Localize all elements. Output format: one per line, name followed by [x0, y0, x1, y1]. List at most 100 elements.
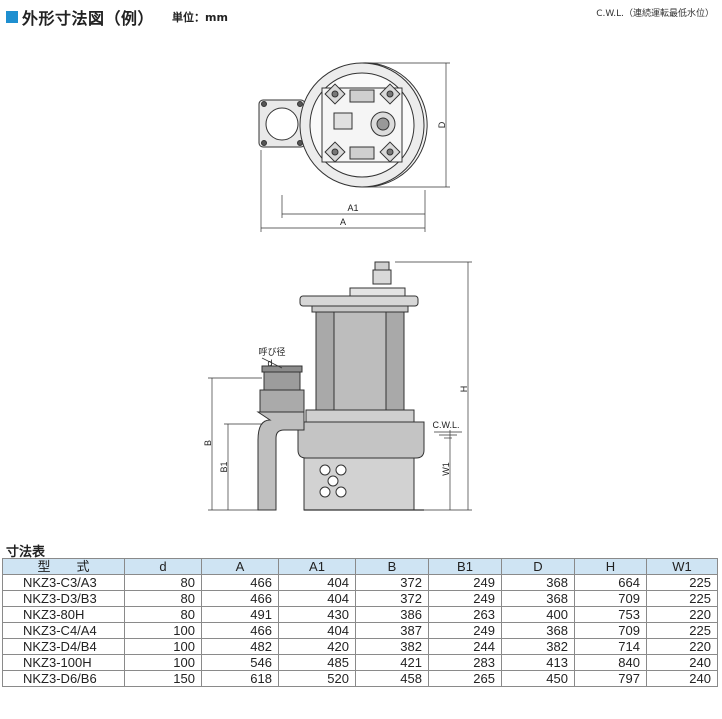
cell-model: NKZ3-C4/A4 [2, 622, 125, 639]
cell-dd: 382 [501, 638, 575, 655]
cell-dd: 400 [501, 606, 575, 623]
cell-d: 80 [124, 606, 202, 623]
cell-a: 466 [201, 590, 279, 607]
label-cwl: C.W.L. [432, 420, 459, 430]
cell-b: 386 [355, 606, 429, 623]
cell-h: 709 [574, 622, 647, 639]
label-b1: B1 [219, 461, 229, 472]
header-dd: D [501, 558, 575, 575]
cell-dd: 450 [501, 670, 575, 687]
cell-d: 100 [124, 654, 202, 671]
table-header-row: 型 式 d A A1 B B1 D H W1 [2, 558, 718, 575]
cell-d: 100 [124, 622, 202, 639]
cell-b1: 265 [428, 670, 502, 687]
cell-b1: 249 [428, 622, 502, 639]
cell-w1: 240 [646, 670, 718, 687]
discharge-elbow [256, 411, 305, 511]
label-a1: A1 [347, 203, 358, 213]
top-flange-bore [265, 107, 299, 141]
cell-dd: 368 [501, 574, 575, 591]
cwl-note: C.W.L.（連続運転最低水位） [596, 9, 714, 19]
cell-b: 382 [355, 638, 429, 655]
cell-a1: 430 [278, 606, 356, 623]
header-model: 型 式 [2, 558, 125, 575]
cell-w1: 225 [646, 590, 718, 607]
cell-dd: 413 [501, 654, 575, 671]
cell-h: 714 [574, 638, 647, 655]
cell-a: 466 [201, 622, 279, 639]
cell-b: 387 [355, 622, 429, 639]
cell-b: 421 [355, 654, 429, 671]
label-w1: W1 [441, 462, 451, 476]
cell-model: NKZ3-D3/B3 [2, 590, 125, 607]
cell-h: 840 [574, 654, 647, 671]
cell-a1: 485 [278, 654, 356, 671]
cell-model: NKZ3-D4/B4 [2, 638, 125, 655]
label-d-small: d [267, 358, 272, 368]
cell-w1: 220 [646, 638, 718, 655]
header-h: H [574, 558, 647, 575]
header-b1: B1 [428, 558, 502, 575]
cell-b1: 249 [428, 574, 502, 591]
cell-w1: 240 [646, 654, 718, 671]
header-b: B [355, 558, 429, 575]
cell-b1: 244 [428, 638, 502, 655]
cell-b: 372 [355, 574, 429, 591]
cell-a1: 404 [278, 574, 356, 591]
unit-label: 単位：mm [172, 11, 228, 24]
cell-w1: 225 [646, 574, 718, 591]
cell-b: 458 [355, 670, 429, 687]
cell-w1: 220 [646, 606, 718, 623]
label-b: B [203, 440, 213, 446]
cell-d: 100 [124, 638, 202, 655]
header-d: d [124, 558, 202, 575]
cell-model: NKZ3-100H [2, 654, 125, 671]
cell-b: 372 [355, 590, 429, 607]
cell-a1: 420 [278, 638, 356, 655]
title-marker-icon [6, 11, 18, 23]
top-cover [299, 295, 419, 307]
label-nominal-diameter: 呼び径 [258, 346, 285, 357]
cell-h: 797 [574, 670, 647, 687]
table-title: 寸法表 [6, 545, 46, 560]
cell-h: 664 [574, 574, 647, 591]
cell-a: 618 [201, 670, 279, 687]
cell-a: 546 [201, 654, 279, 671]
cell-b1: 263 [428, 606, 502, 623]
label-a: A [340, 217, 346, 227]
cell-h: 709 [574, 590, 647, 607]
cell-model: NKZ3-D6/B6 [2, 670, 125, 687]
cell-a: 466 [201, 574, 279, 591]
cell-d: 80 [124, 590, 202, 607]
cell-a1: 520 [278, 670, 356, 687]
header-a: A [201, 558, 279, 575]
cell-a1: 404 [278, 622, 356, 639]
cell-dd: 368 [501, 622, 575, 639]
cell-a: 491 [201, 606, 279, 623]
page-title: 外形寸法図（例） 単位：mm [6, 6, 228, 28]
side-view [208, 261, 472, 511]
cell-b1: 249 [428, 590, 502, 607]
cell-d: 150 [124, 670, 202, 687]
cell-d: 80 [124, 574, 202, 591]
cell-h: 753 [574, 606, 647, 623]
strainer-stand [303, 457, 415, 511]
cell-w1: 225 [646, 622, 718, 639]
title-text: 外形寸法図（例） [22, 9, 155, 28]
header-a1: A1 [278, 558, 356, 575]
cell-dd: 368 [501, 590, 575, 607]
cell-model: NKZ3-C3/A3 [2, 574, 125, 591]
cell-b1: 283 [428, 654, 502, 671]
label-h: H [459, 386, 469, 393]
top-view [258, 62, 450, 232]
cell-a: 482 [201, 638, 279, 655]
pump-casing [297, 421, 425, 459]
pump-dimension-drawing: A1 A D H W1 B B1 C.W.L. 呼び径 d [203, 62, 472, 511]
